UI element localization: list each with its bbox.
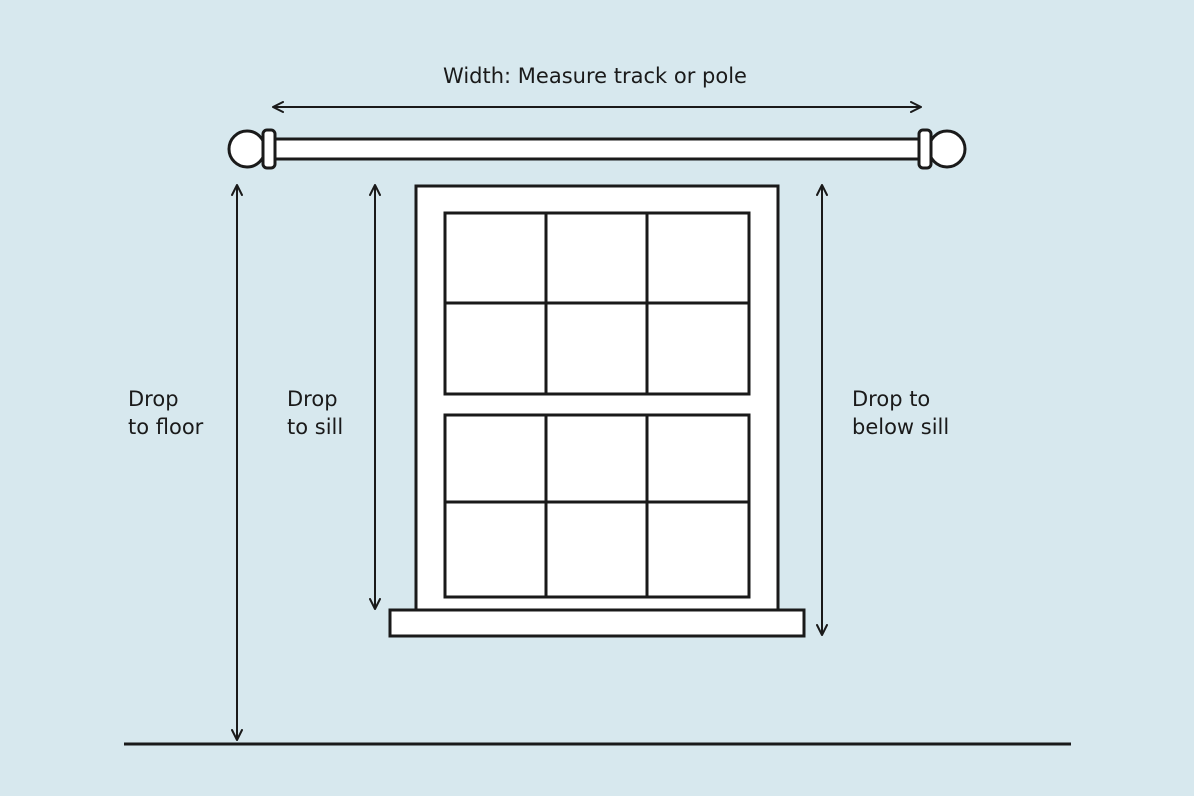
pole-finial-right bbox=[927, 129, 967, 169]
width-label: Width: Measure track or pole bbox=[443, 64, 747, 88]
curtain-pole-icon bbox=[227, 128, 967, 170]
drop-below-sill-label-line-2: below sill bbox=[852, 415, 950, 439]
lower-sash bbox=[443, 413, 751, 599]
drop-below-sill-label-line-1: Drop to bbox=[852, 387, 931, 411]
drop-below-sill-label: Drop to below sill bbox=[852, 385, 949, 441]
drop-floor-label-line-2: to floor bbox=[128, 415, 204, 439]
drop-floor-label: Drop to floor bbox=[128, 385, 203, 441]
window-sill bbox=[388, 608, 806, 638]
drop-sill-label-line-2: to sill bbox=[287, 415, 344, 439]
drop-sill-label: Drop to sill bbox=[287, 385, 343, 441]
pole-finial-left bbox=[227, 129, 267, 169]
drop-floor-label-line-1: Drop bbox=[128, 387, 179, 411]
sash-window-icon bbox=[388, 184, 806, 638]
pole-bracket-right bbox=[917, 128, 933, 170]
drop-sill-label-line-1: Drop bbox=[287, 387, 338, 411]
pole-bracket-left bbox=[261, 128, 277, 170]
